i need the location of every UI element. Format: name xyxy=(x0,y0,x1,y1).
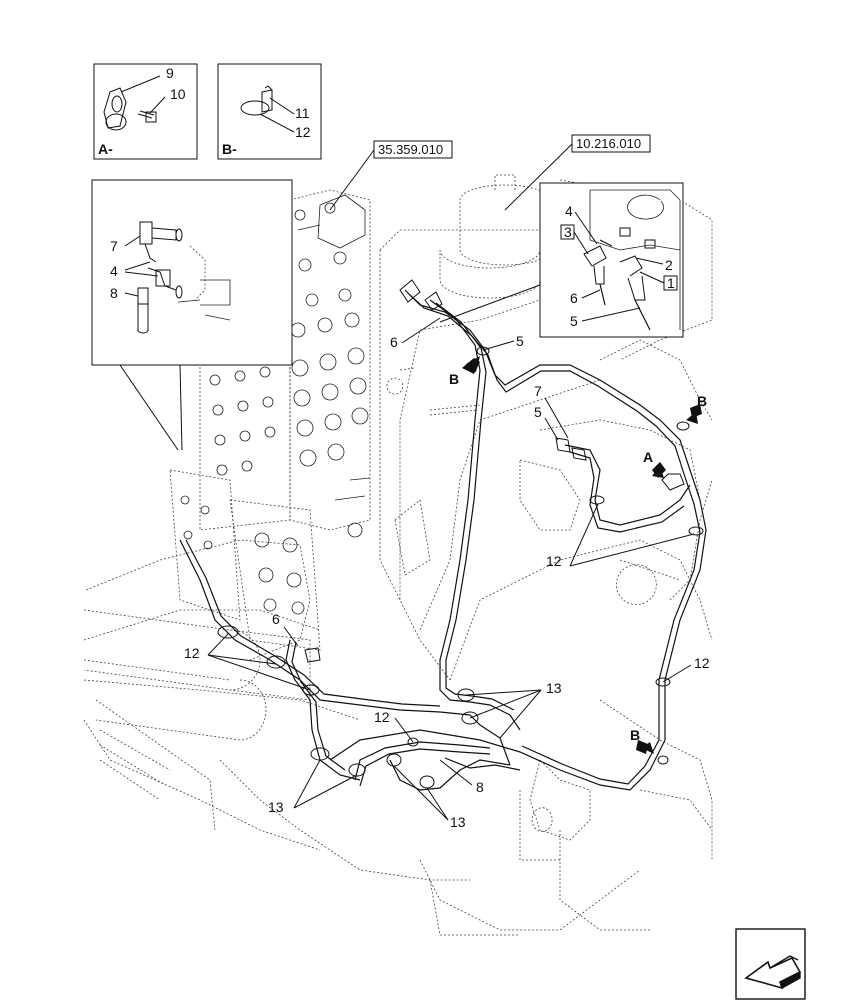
inset-detail-fittings: 7 4 8 xyxy=(91,179,293,451)
view-marker-b-3: B xyxy=(630,727,654,754)
main-callouts: 6 5 7 5 12 6 12 13 12 12 8 13 13 xyxy=(184,317,710,830)
hose-clamps xyxy=(217,346,704,789)
inset-detail-connections: 4 3 2 1 6 5 xyxy=(439,182,684,338)
inset-view-a: 9 10 A- xyxy=(93,63,198,160)
callout-1-right: 1 xyxy=(667,275,675,291)
reference-box-10-216-010[interactable]: 10.216.010 xyxy=(504,134,651,211)
callout-7-main: 7 xyxy=(534,383,542,399)
callout-8-main: 8 xyxy=(476,779,484,795)
hydraulic-hoses xyxy=(179,279,707,791)
svg-text:A: A xyxy=(643,449,653,465)
inset-view-b: 11 12 B- xyxy=(217,63,322,160)
callout-12-right: 12 xyxy=(546,553,562,569)
view-marker-a-1: A xyxy=(643,449,666,478)
callout-9: 9 xyxy=(166,65,174,81)
callout-13-lower-left: 13 xyxy=(268,799,284,815)
callout-13-center: 13 xyxy=(546,680,562,696)
callout-7-inset: 7 xyxy=(110,238,118,254)
callout-12-left: 12 xyxy=(184,645,200,661)
page-navigation-arrow-icon[interactable] xyxy=(735,928,806,1000)
view-marker-b-2: B xyxy=(686,393,707,424)
reference-box-35-359-010[interactable]: 35.359.010 xyxy=(329,140,453,211)
callout-12: 12 xyxy=(295,124,311,140)
callout-5-main: 5 xyxy=(534,404,542,420)
view-marker-b-1: B xyxy=(449,356,480,387)
view-label-b: B- xyxy=(222,141,237,157)
svg-text:B: B xyxy=(449,371,459,387)
cable-tie-clip-icon xyxy=(240,85,273,116)
elbow-fitting-icon xyxy=(147,267,183,299)
svg-text:35.359.010: 35.359.010 xyxy=(378,142,443,157)
callout-5-right: 5 xyxy=(570,313,578,329)
callout-12-center: 12 xyxy=(374,709,390,725)
callout-3-right: 3 xyxy=(564,224,572,240)
svg-text:B: B xyxy=(697,393,707,409)
elbow-connector-icon xyxy=(619,255,646,301)
callout-11: 11 xyxy=(295,105,310,121)
callout-2-right: 2 xyxy=(665,257,673,273)
hose-clamp-icon xyxy=(103,87,127,131)
view-label-a: A- xyxy=(98,141,113,157)
callout-4-right: 4 xyxy=(565,203,573,219)
svg-text:10.216.010: 10.216.010 xyxy=(576,136,641,151)
callout-4-inset: 4 xyxy=(110,263,118,279)
callout-8-inset: 8 xyxy=(110,285,118,301)
callout-6-top: 6 xyxy=(390,334,398,350)
callout-6-right: 6 xyxy=(570,290,578,306)
callout-6-left: 6 xyxy=(272,611,280,627)
callout-10: 10 xyxy=(170,86,186,102)
callout-5-top: 5 xyxy=(516,333,524,349)
callout-12-far-right: 12 xyxy=(694,655,710,671)
callout-13-lower-center: 13 xyxy=(450,814,466,830)
tee-fitting-icon xyxy=(139,221,183,263)
svg-text:B: B xyxy=(630,727,640,743)
